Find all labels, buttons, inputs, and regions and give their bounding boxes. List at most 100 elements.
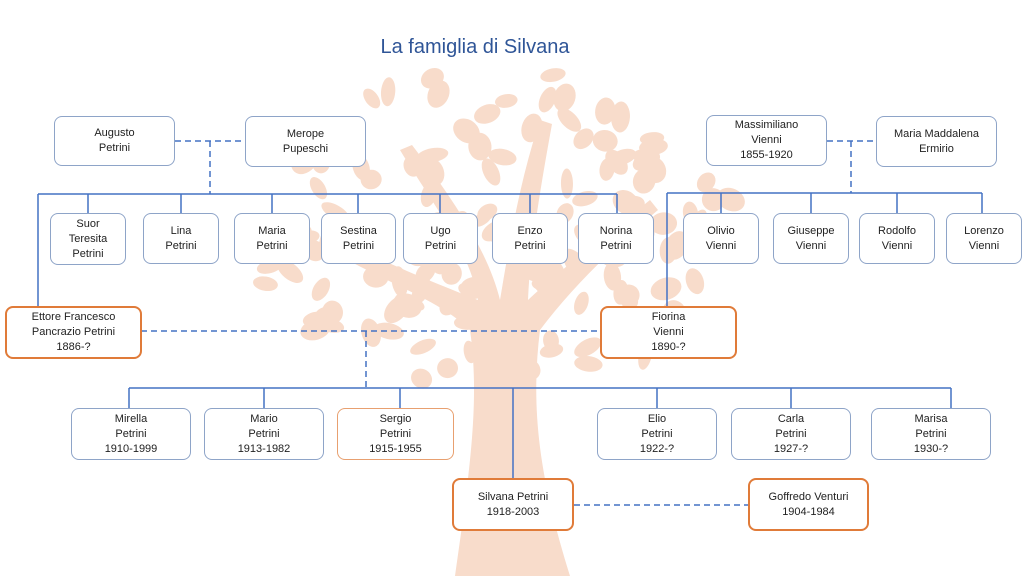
person-text: Petrini — [248, 427, 280, 440]
person-text: Petrini — [379, 427, 412, 440]
tree-leaf — [488, 148, 517, 166]
person-text: Petrini — [256, 239, 288, 252]
person-text: 1927-? — [773, 442, 809, 455]
person-text: 1922-? — [639, 442, 675, 455]
tree-leaf — [639, 138, 668, 156]
person-text: Enzo — [517, 224, 543, 237]
tree-leaf — [618, 284, 640, 306]
person-text: Petrini — [600, 239, 632, 252]
tree-leaf — [411, 368, 433, 389]
person-text: Merope — [286, 127, 325, 140]
person-text: Olivio — [707, 224, 735, 237]
person-text: Petrini — [98, 142, 131, 154]
person-text: Petrini — [775, 427, 807, 440]
tree-leaf — [560, 168, 573, 199]
tree-leaf — [532, 265, 555, 294]
tree-leaf — [573, 128, 594, 150]
person-text: Vienni — [751, 134, 782, 146]
tree-leaf — [540, 68, 566, 83]
tree-leaf — [439, 291, 462, 316]
person-text: Giuseppe — [787, 224, 835, 237]
tree-leaf — [603, 262, 622, 291]
tree-leaf — [411, 276, 431, 305]
person-text: Vienni — [795, 239, 827, 252]
tree-leaf — [416, 147, 449, 163]
tree-leaf — [612, 190, 639, 215]
person-text: Fiorina — [651, 311, 686, 323]
person-text: Pupeschi — [282, 142, 329, 155]
tree-leaf — [538, 86, 557, 113]
person-text: Vienni — [881, 239, 913, 252]
person-text: Mario — [250, 412, 278, 425]
tree-leaf — [253, 276, 278, 292]
tree-leaf — [539, 343, 564, 358]
tree-leaf — [380, 77, 396, 107]
person-text: Ermirio — [919, 142, 954, 155]
person-text: Silvana Petrini — [477, 490, 549, 503]
person-text: 1915-1955 — [369, 442, 422, 455]
person-text: Massimiliano — [734, 119, 799, 131]
tree-leaf — [421, 157, 445, 186]
tree-leaf — [685, 268, 705, 295]
tree-leaf — [495, 93, 518, 108]
tree-leaf — [311, 277, 331, 301]
tree-leaf — [574, 291, 589, 315]
person-text: Petrini — [514, 239, 546, 252]
tree-leaf — [481, 158, 501, 186]
person-text: 1886-? — [56, 341, 91, 353]
person-text: Maria — [258, 224, 286, 237]
person-text: Sestina — [340, 224, 377, 237]
tree-leaf — [659, 237, 678, 264]
tree-leaf — [391, 266, 408, 298]
person-text: Vienni — [705, 239, 737, 252]
person-text: Elio — [647, 412, 667, 425]
tree-leaf — [701, 188, 725, 212]
tree-leaf — [592, 129, 618, 152]
page-title: La famiglia di Silvana — [380, 36, 570, 58]
person-text: 1904-1984 — [782, 505, 835, 518]
tree-leaf — [557, 108, 582, 132]
person-text: Lina — [170, 224, 192, 237]
tree-leaf — [599, 157, 615, 181]
tree-leaf — [410, 338, 436, 355]
person-text: Rodolfo — [878, 224, 916, 237]
person-text: Marisa — [914, 412, 948, 425]
person-text: Petrini — [641, 427, 673, 440]
person-text: Petrini — [342, 239, 375, 252]
tree-leaf — [363, 265, 389, 288]
tree-leaf — [518, 358, 541, 381]
tree-leaf — [373, 322, 404, 340]
tree-leaf — [403, 156, 421, 177]
tree-leaf — [487, 333, 508, 349]
tree-leaf — [427, 80, 450, 108]
tree-leaf — [384, 296, 409, 324]
person-text: Ugo — [430, 224, 451, 237]
person-text: 1918-2003 — [486, 505, 540, 518]
tree-leaf — [474, 104, 501, 124]
person-text: Carla — [777, 412, 805, 425]
tree-leaf — [458, 283, 481, 300]
tree-leaf — [463, 340, 477, 364]
person-text: Petrini — [424, 239, 457, 252]
tree-leaf — [363, 88, 381, 109]
tree-leaf — [650, 212, 678, 235]
person-text: Petrini — [915, 427, 947, 440]
tree-leaf — [360, 169, 382, 190]
